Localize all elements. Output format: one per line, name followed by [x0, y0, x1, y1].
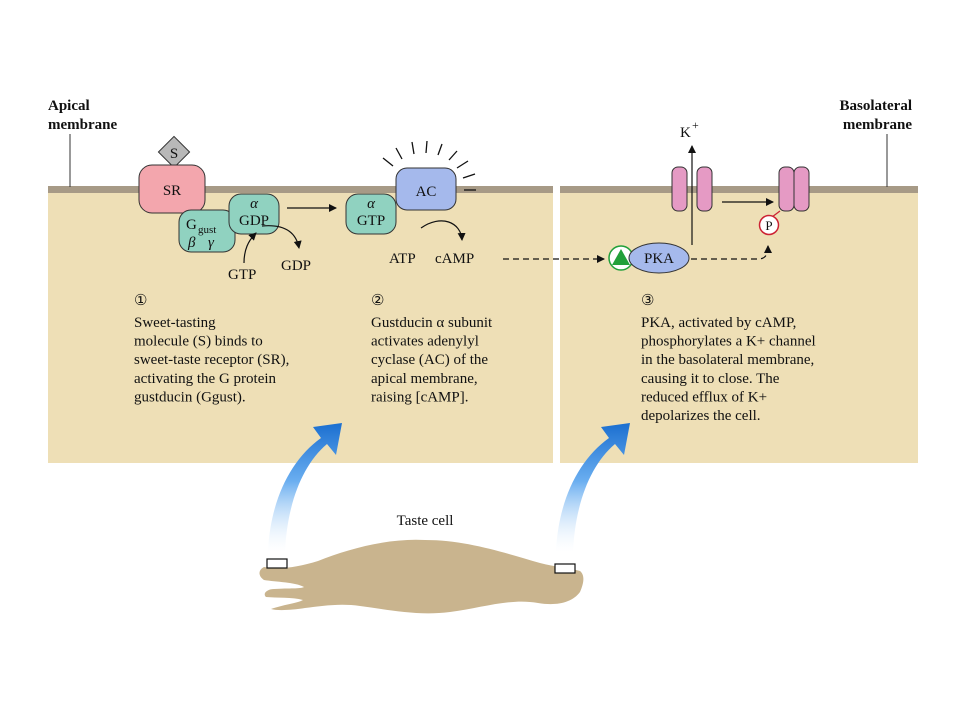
step-line: causing it to close. The — [641, 371, 780, 387]
ac-label: AC — [416, 184, 437, 200]
basolateral-zoom-arrow — [556, 423, 630, 552]
alpha-label-1: α — [250, 196, 259, 212]
step-line: activates adenylyl — [371, 334, 479, 350]
camp-label: cAMP — [435, 251, 474, 267]
k-channel-open-right — [696, 166, 713, 212]
gdp-label: GDP — [239, 213, 269, 229]
gust-g-label: G — [186, 217, 197, 233]
gust-alpha-gtp — [345, 193, 397, 235]
gust-subscript: gust — [198, 224, 216, 236]
step-line: apical membrane, — [371, 371, 478, 387]
adenylyl-cyclase — [395, 167, 457, 211]
phosphate-label: P — [765, 218, 772, 233]
activator-triangle — [612, 249, 630, 265]
step-line: Gustducin α subunit — [371, 315, 493, 331]
beta-label: β — [187, 235, 196, 251]
receptor-label: SR — [163, 183, 181, 199]
sweet-molecule-diamond — [157, 135, 191, 169]
gtp-in-arrow — [243, 232, 257, 264]
basolateral-region-marker — [554, 563, 576, 574]
apical-membrane-strip — [48, 186, 553, 193]
step-line: Sweet-tasting — [134, 315, 216, 331]
k-label: K — [680, 125, 691, 141]
k-channel-closed-left — [778, 166, 795, 212]
phosphate-group — [758, 214, 780, 236]
step-line: reduced efflux of K+ — [641, 389, 767, 405]
gtp-label: GTP — [357, 213, 385, 229]
apical-panel — [48, 188, 553, 463]
step-1-caption: ① Sweet-tasting molecule (S) binds to sweet… — [134, 293, 289, 405]
gamma-label: γ — [208, 235, 215, 251]
step-number: ③ — [641, 293, 654, 309]
step-line: activating the G protein — [134, 371, 277, 387]
step-line: cyclase (AC) of the — [371, 352, 488, 368]
basolateral-label-2: membrane — [843, 117, 912, 133]
step-line: PKA, activated by cAMP, — [641, 315, 796, 331]
taste-cell-label: Taste cell — [397, 513, 454, 529]
step-line: depolarizes the cell. — [641, 408, 761, 424]
apical-zoom-arrow — [268, 423, 342, 552]
pka-label: PKA — [644, 251, 674, 267]
k-channel-open-left — [671, 166, 688, 212]
pka-to-phosphate-arrow — [691, 245, 772, 260]
step-number: ① — [134, 293, 147, 309]
step-number: ② — [371, 293, 384, 309]
protein-kinase-a — [628, 242, 690, 274]
basolateral-membrane-strip — [560, 186, 918, 193]
basolateral-panel — [560, 188, 918, 463]
ac-rays — [382, 140, 476, 191]
sweet-molecule-label: S — [170, 146, 178, 162]
basolateral-label-1: Basolateral — [840, 98, 913, 114]
step-3-caption: ③ PKA, activated by cAMP, phosphorylates a… — [641, 293, 816, 424]
step-line: in the basolateral membrane, — [641, 352, 814, 368]
sweet-taste-receptor — [138, 164, 206, 214]
gdp-out-label: GDP — [281, 258, 311, 274]
k-channel-closed-right — [793, 166, 810, 212]
apical-label-1: Apical — [48, 98, 90, 114]
step-line: phosphorylates a K+ channel — [641, 334, 816, 350]
atp-camp-arrow — [420, 220, 466, 241]
gtp-in-label: GTP — [228, 267, 256, 283]
apical-region-marker — [266, 558, 288, 569]
taste-cell-body — [259, 539, 584, 614]
step-line: gustducin (Ggust). — [134, 389, 246, 405]
step-line: molecule (S) binds to — [134, 334, 263, 350]
step-2-caption: ② Gustducin α subunit activates adenylyl cy… — [371, 293, 493, 405]
step-line: sweet-taste receptor (SR), — [134, 352, 289, 368]
alpha-label-2: α — [367, 196, 376, 212]
step-line: raising [cAMP]. — [371, 389, 469, 405]
apical-label-2: membrane — [48, 117, 117, 133]
k-plus: + — [692, 118, 699, 132]
gdp-out-arrow — [261, 225, 302, 249]
atp-label: ATP — [389, 251, 416, 267]
